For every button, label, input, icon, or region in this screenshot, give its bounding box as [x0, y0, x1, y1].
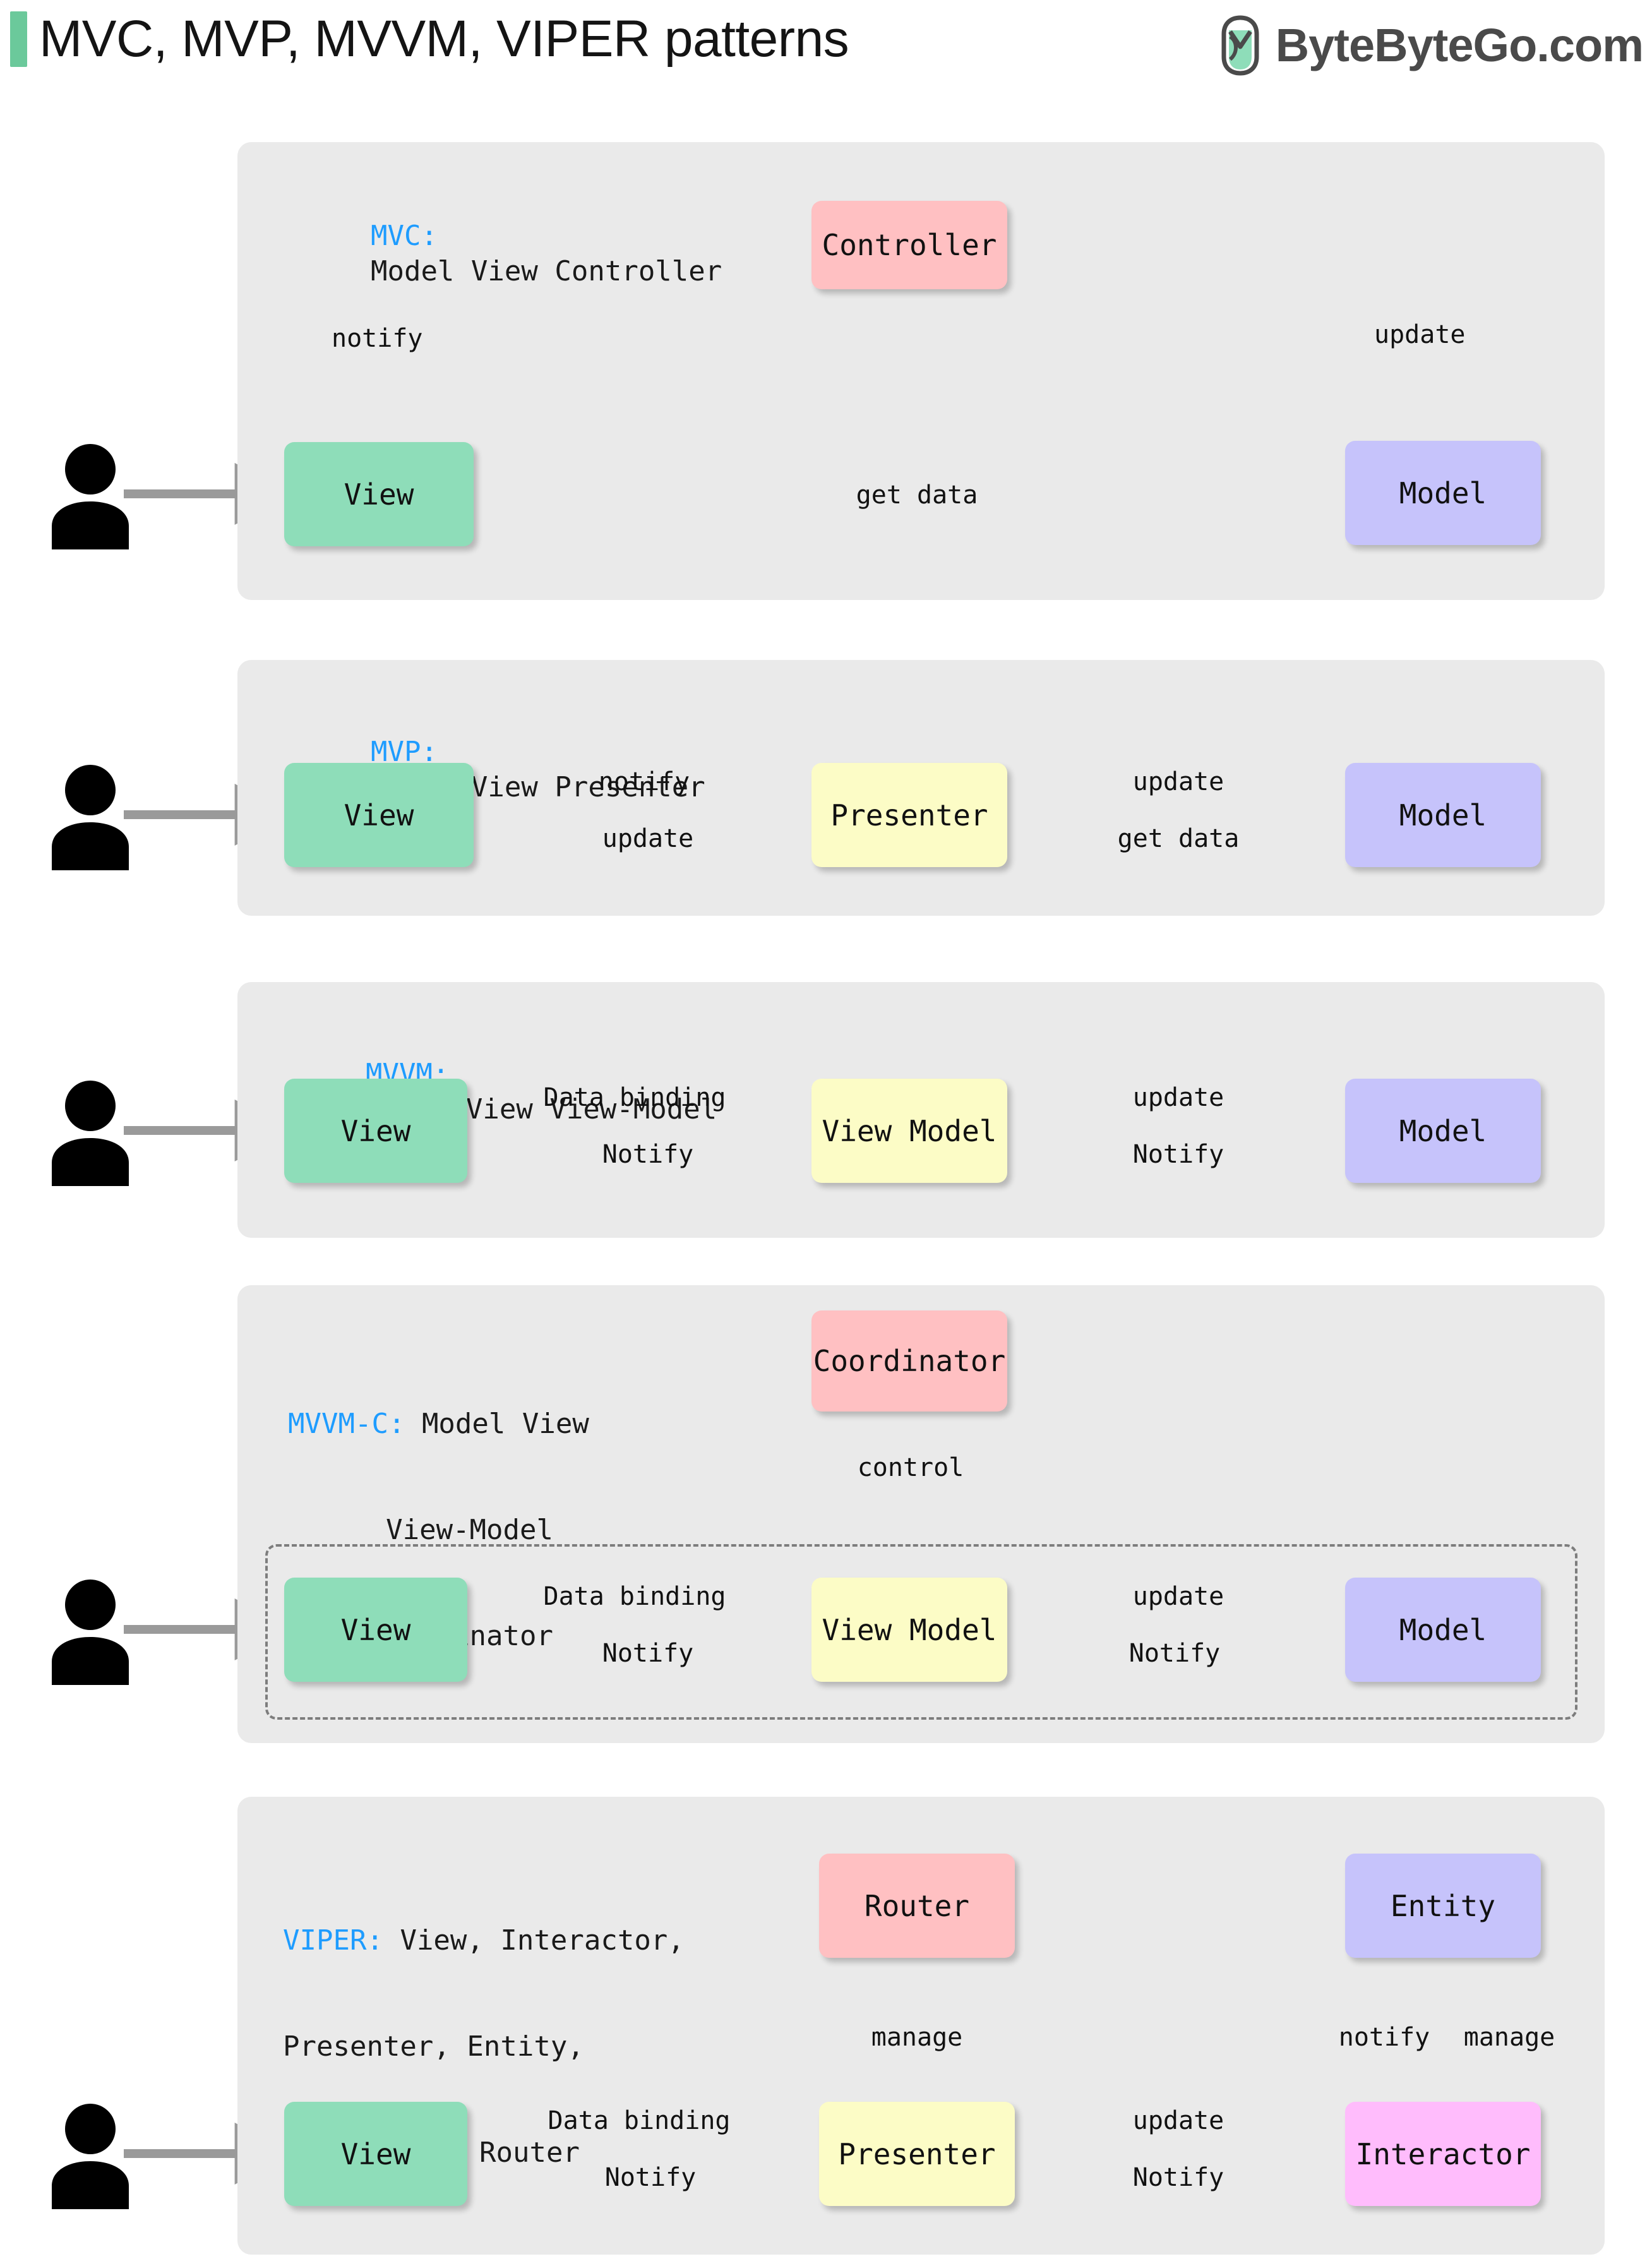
edge-label-mvc-getdata: get data: [856, 481, 978, 510]
node-model-mvvmc[interactable]: Model: [1345, 1578, 1541, 1682]
edge-label-mvvmc-update: update: [1132, 1582, 1224, 1611]
section-key-mvc: MVC:: [370, 220, 455, 252]
user-icon-mvc: [52, 444, 129, 549]
section-subtitle-viper-l1: View, Interactor,: [400, 1924, 685, 1957]
edge-label-mvvm-notify1: Notify: [602, 1140, 694, 1169]
node-view-model-mvvm[interactable]: View Model: [811, 1079, 1007, 1183]
edge-label-viper-notify-ent: notify: [1338, 2023, 1430, 2052]
edge-label-mvvmc-databinding: Data binding: [543, 1582, 726, 1611]
node-presenter-viper[interactable]: Presenter: [819, 2102, 1015, 2206]
edge-label-viper-manage2: manage: [1463, 2023, 1555, 2052]
page-header: MVC, MVP, MVVM, VIPER patterns ByteByteG…: [0, 0, 1652, 95]
edge-label-viper-notify2: Notify: [1132, 2163, 1224, 2192]
user-icon-mvp: [52, 765, 129, 870]
edge-label-mvp-update: update: [1132, 767, 1224, 796]
bytebytego-logo-icon: [1221, 15, 1259, 76]
edge-label-mvc-update: update: [1374, 320, 1466, 349]
node-model-mvp[interactable]: Model: [1345, 763, 1541, 867]
edge-label-mvvm-notify2: Notify: [1132, 1140, 1224, 1169]
edge-label-viper-databinding: Data binding: [548, 2106, 731, 2135]
brand-name: ByteByteGo.com: [1275, 19, 1644, 71]
edge-label-viper-notify1: Notify: [604, 2163, 697, 2192]
edge-label-mvp-update2: update: [602, 824, 694, 853]
edge-label-mvvmc-control: control: [857, 1453, 964, 1482]
node-view-mvp[interactable]: View: [284, 763, 474, 867]
node-view-viper[interactable]: View: [284, 2102, 467, 2206]
node-view-mvc[interactable]: View: [284, 442, 474, 546]
mvvm-group-outline: [265, 1544, 1577, 1720]
edge-label-viper-manage1: manage: [871, 2023, 963, 2052]
node-controller-mvc[interactable]: Controller: [811, 201, 1007, 289]
page-title: MVC, MVP, MVVM, VIPER patterns: [39, 10, 849, 68]
section-subtitle-mvc: Model View Controller: [370, 255, 722, 287]
node-view-mvvmc[interactable]: View: [284, 1578, 467, 1682]
node-entity-viper[interactable]: Entity: [1345, 1854, 1541, 1958]
section-key-mvp: MVP:: [370, 736, 455, 768]
node-view-model-mvvmc[interactable]: View Model: [811, 1578, 1007, 1682]
node-presenter-mvp[interactable]: Presenter: [811, 763, 1007, 867]
node-model-mvvm[interactable]: Model: [1345, 1079, 1541, 1183]
section-subtitle-viper-l3: Router: [479, 2137, 580, 2169]
node-coordinator-mvvmc[interactable]: Coordinator: [811, 1310, 1007, 1412]
user-icon-mvvmc: [52, 1580, 129, 1685]
section-title-mvc: MVC: Model View Controller: [304, 183, 722, 325]
node-interactor-viper[interactable]: Interactor: [1345, 2102, 1541, 2206]
section-subtitle-mvvmc-l2: View-Model: [386, 1514, 553, 1546]
edge-label-mvvm-update: update: [1132, 1083, 1224, 1112]
section-subtitle-mvvmc-l1: Model View: [421, 1408, 589, 1440]
user-icon-mvvm: [52, 1081, 129, 1186]
edge-label-mvvmc-notify2: Notify: [1128, 1639, 1221, 1668]
edge-label-mvp-notify: notify: [598, 767, 690, 796]
user-icon-viper: [52, 2104, 129, 2209]
brand-logo: ByteByteGo.com: [1216, 15, 1644, 76]
edge-label-viper-update: update: [1132, 2106, 1224, 2135]
section-title-viper: VIPER: View, Interactor, Presenter, Enti…: [283, 1852, 685, 2241]
edge-label-mvvm-databinding: Data binding: [543, 1083, 726, 1112]
node-view-mvvm[interactable]: View: [284, 1079, 467, 1183]
edge-label-mvc-notify: notify: [332, 324, 423, 353]
node-model-mvc[interactable]: Model: [1345, 441, 1541, 545]
edge-label-mvp-getdata: get data: [1117, 824, 1240, 853]
section-key-viper: VIPER:: [283, 1924, 383, 1957]
section-key-mvvmc: MVVM-C:: [288, 1408, 405, 1440]
section-subtitle-viper-l2: Presenter, Entity,: [283, 2030, 584, 2063]
node-router-viper[interactable]: Router: [819, 1854, 1015, 1958]
title-accent-bar: [10, 11, 27, 67]
edge-label-mvvmc-notify1: Notify: [602, 1639, 694, 1668]
